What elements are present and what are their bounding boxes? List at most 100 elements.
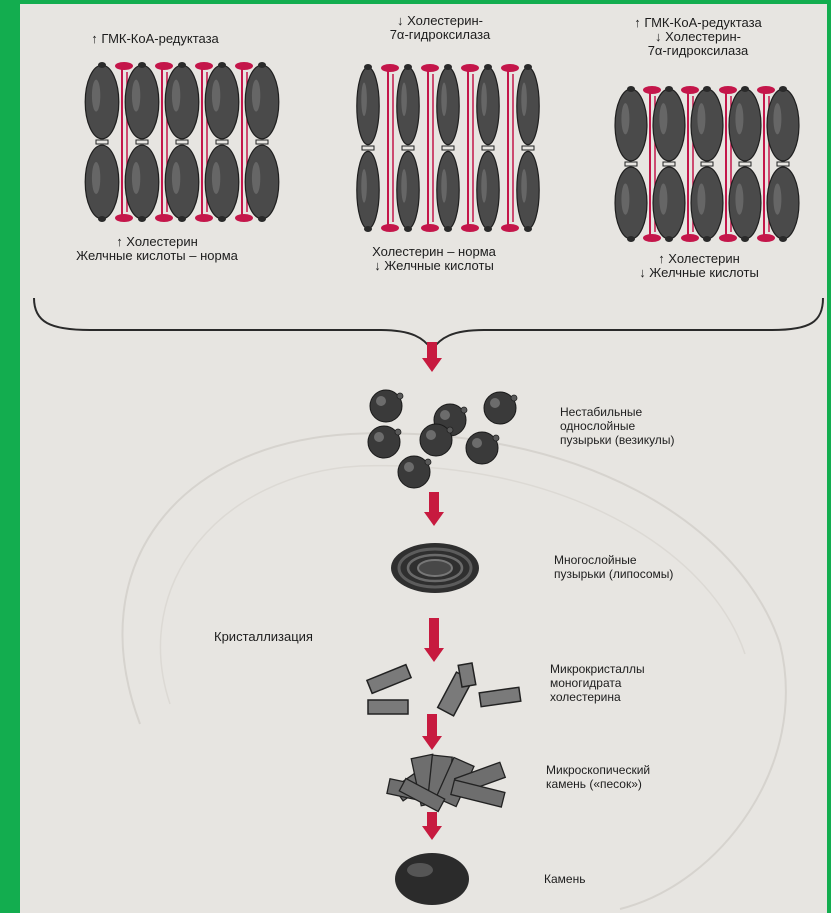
vesicle-bud (447, 427, 453, 433)
vesicle-bud (397, 393, 403, 399)
lipid-highlight (441, 169, 447, 203)
lipid-junction (663, 162, 675, 166)
stage-vesicles-label: Нестабильные однослойные пузырьки (везик… (560, 405, 780, 447)
cholesterol-head (681, 86, 699, 94)
lipid-tip (484, 226, 492, 232)
vesicle-bud (461, 407, 467, 413)
lipid-molecule (165, 65, 199, 139)
lipid-tip (665, 236, 673, 242)
lipid-molecule (437, 151, 459, 228)
lipid-molecule (205, 65, 239, 139)
cholesterol-head (381, 224, 399, 232)
lipid-tip (524, 64, 532, 70)
cholesterol-head (195, 214, 213, 222)
lipid-tip (218, 216, 226, 222)
lipid-molecule (125, 145, 159, 219)
down-arrow (422, 714, 442, 750)
lipid-highlight (659, 184, 667, 215)
cholesterol-head (643, 86, 661, 94)
lipid-tip (444, 64, 452, 70)
lipid-highlight (521, 169, 527, 203)
lipid-highlight (252, 162, 260, 194)
cholesterol-head (115, 62, 133, 70)
lipid-highlight (132, 80, 140, 112)
lipid-molecule (767, 89, 799, 161)
lipid-highlight (659, 103, 667, 134)
stage-stone-label: Камень (544, 872, 764, 886)
lipid-molecule (397, 151, 419, 228)
lipid-junction (442, 146, 454, 150)
lipid-molecule (357, 151, 379, 228)
membrane-panel-2 (357, 64, 539, 232)
membrane-panel-3 (615, 86, 799, 242)
lipid-highlight (212, 162, 220, 194)
panel1-bottom-label: ↑ Холестерин Желчные кислоты – норма (32, 235, 282, 263)
cholesterol-head (421, 224, 439, 232)
cholesterol-head (681, 234, 699, 242)
lipid-tip (364, 226, 372, 232)
lipid-tip (484, 64, 492, 70)
lipid-molecule (125, 65, 159, 139)
cholesterol-head (461, 224, 479, 232)
cholesterol-head (381, 64, 399, 72)
lipid-molecule (653, 167, 685, 239)
lipid-highlight (773, 184, 781, 215)
down-arrow (424, 492, 444, 526)
lipid-tip (703, 236, 711, 242)
lipid-junction (739, 162, 751, 166)
lipid-junction (176, 140, 188, 144)
lipid-highlight (621, 184, 629, 215)
lipid-molecule (517, 67, 539, 144)
vesicle-bud (395, 429, 401, 435)
vesicle-bud (425, 459, 431, 465)
panel2-bottom-label: Холестерин – норма ↓ Желчные кислоты (334, 245, 534, 273)
lipid-highlight (481, 169, 487, 203)
stage-sand-label: Микроскопический камень («песок») (546, 763, 766, 791)
lipid-junction (482, 146, 494, 150)
lipid-molecule (729, 89, 761, 161)
lipid-tip (138, 216, 146, 222)
lipid-molecule (397, 67, 419, 144)
cholesterol-head (757, 234, 775, 242)
lipid-tip (779, 236, 787, 242)
crystallization-label: Кристаллизация (214, 630, 394, 644)
lipid-tip (779, 86, 787, 92)
lipid-tip (258, 62, 266, 68)
vesicle-highlight (472, 438, 482, 448)
cholesterol-head (719, 86, 737, 94)
lipid-highlight (361, 82, 367, 116)
lipid-junction (777, 162, 789, 166)
panel2-top-label: ↓ Холестерин- 7α-гидроксилаза (360, 14, 520, 42)
vesicle-bud (511, 395, 517, 401)
lipid-tip (404, 226, 412, 232)
vesicle-highlight (426, 430, 436, 440)
textbook-page: ↑ ГМК-КоА-редуктаза ↓ Холестерин- 7α-гид… (20, 4, 827, 913)
cholesterol-head (501, 224, 519, 232)
lipid-highlight (735, 184, 743, 215)
lipid-highlight (621, 103, 629, 134)
lipid-junction (701, 162, 713, 166)
lipid-highlight (172, 162, 180, 194)
cholesterol-head (719, 234, 737, 242)
vesicle-highlight (404, 462, 414, 472)
stage-liposomes-label: Многослойные пузырьки (липосомы) (554, 553, 774, 581)
cholesterol-head (155, 62, 173, 70)
lipid-tip (627, 236, 635, 242)
lipid-highlight (92, 162, 100, 194)
lipid-molecule (165, 145, 199, 219)
cholesterol-head (421, 64, 439, 72)
lipid-molecule (85, 145, 119, 219)
lipid-molecule (205, 145, 239, 219)
lipid-tip (218, 62, 226, 68)
lipid-tip (627, 86, 635, 92)
lipid-highlight (401, 82, 407, 116)
lipid-tip (178, 216, 186, 222)
lipid-tip (741, 86, 749, 92)
lipid-junction (522, 146, 534, 150)
lipid-molecule (437, 67, 459, 144)
vesicle-bud (493, 435, 499, 441)
cholesterol-head (155, 214, 173, 222)
lipid-highlight (521, 82, 527, 116)
lipid-tip (444, 226, 452, 232)
